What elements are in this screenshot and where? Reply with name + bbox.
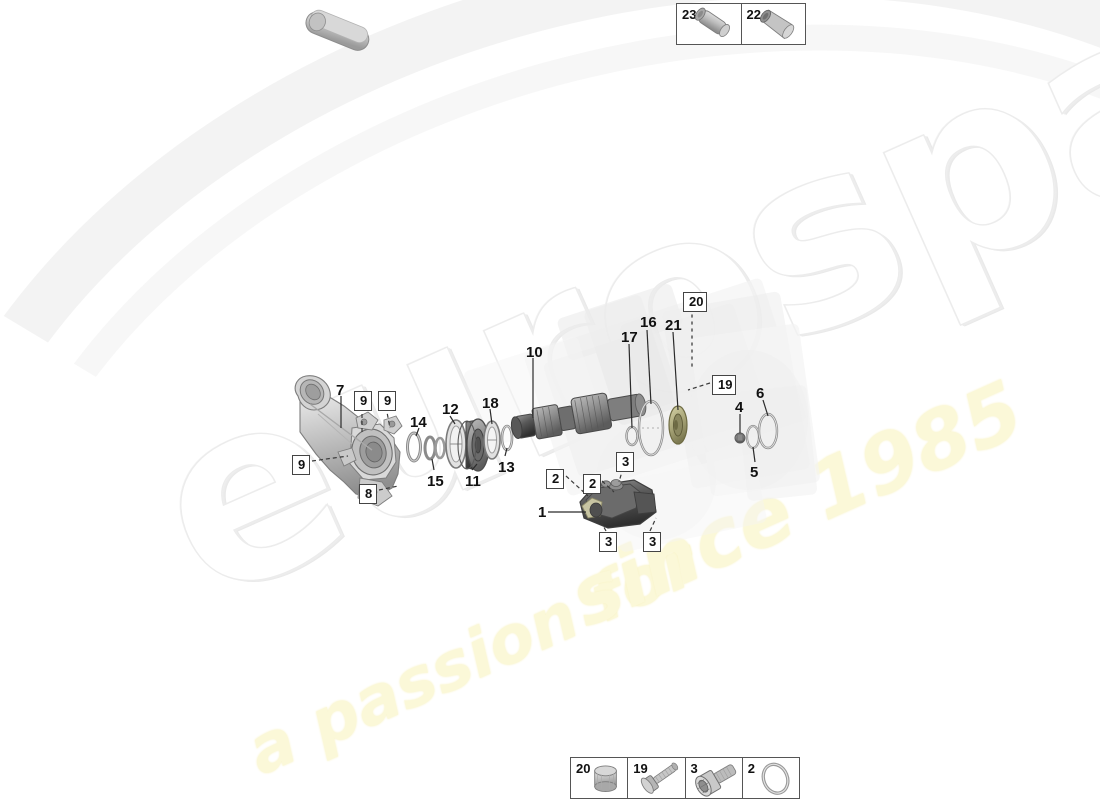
legend-bottom-center: 20 19	[570, 757, 800, 799]
callout-13: 13	[498, 459, 515, 476]
callout-16: 16	[640, 314, 657, 331]
callout-6: 6	[756, 385, 765, 402]
callout-12: 12	[442, 401, 459, 418]
legend-label-19: 19	[633, 761, 648, 776]
boxed-callout-8: 8	[359, 484, 377, 504]
socket-head-bolt-icon	[694, 764, 736, 797]
legend-top-right: 23 22	[676, 3, 806, 45]
boxed-callout-2-left: 2	[546, 469, 564, 489]
callout-17: 17	[621, 329, 638, 346]
callout-4: 4	[735, 399, 744, 416]
part-10-hub-shaft	[510, 392, 647, 440]
boxed-callout-3-bottom-right: 3	[643, 532, 661, 552]
part-1-bracket-mount	[579, 479, 657, 529]
washer-ring-icon	[761, 762, 790, 795]
legend-label-23: 23	[682, 7, 697, 22]
part-15-spacer-ring	[423, 435, 446, 461]
legend-cell-22[interactable]: 22	[742, 4, 806, 44]
boxed-callout-3-bottom-left: 3	[599, 532, 617, 552]
callout-7: 7	[336, 382, 345, 399]
boxed-callout-9-left: 9	[292, 455, 310, 475]
part-7-steering-knuckle	[294, 375, 403, 507]
callout-21: 21	[665, 317, 682, 334]
legend-cell-23[interactable]: 23	[677, 4, 742, 44]
callout-11: 11	[465, 473, 481, 490]
legend-label-3: 3	[690, 761, 698, 776]
legend-label-20: 20	[576, 761, 591, 776]
legend-cell-19[interactable]: 19	[628, 758, 686, 798]
legend-cell-20[interactable]: 20	[571, 758, 629, 798]
callout-10: 10	[526, 344, 543, 361]
boxed-callout-2-right: 2	[583, 474, 601, 494]
boxed-callout-9-upper-left: 9	[354, 391, 372, 411]
part-11-wheel-bearing	[457, 418, 490, 472]
boxed-callout-19: 19	[712, 375, 736, 395]
legend-cell-2[interactable]: 2	[743, 758, 799, 798]
sleeve-bushing-icon	[694, 7, 730, 37]
part-14-seal-ring-outer	[406, 431, 422, 463]
callout-14: 14	[410, 414, 427, 431]
callout-18: 18	[482, 395, 499, 412]
callout-15: 15	[427, 473, 444, 490]
legend-cell-3[interactable]: 3	[686, 758, 743, 798]
legend-label-22: 22	[746, 7, 761, 22]
boxed-callout-9-upper-right: 9	[378, 391, 396, 411]
hex-flange-bolt-icon	[641, 762, 679, 794]
callout-1: 1	[538, 504, 547, 521]
legend-label-2: 2	[747, 761, 755, 776]
unlabeled-cover-part	[305, 9, 370, 51]
part-21-shim-washer	[668, 405, 688, 445]
boxed-callout-3-top: 3	[616, 452, 634, 472]
part-18-retaining-ring	[483, 420, 501, 460]
boxed-callout-20: 20	[683, 292, 707, 312]
tapered-bushing-icon	[759, 9, 794, 40]
callout-5: 5	[750, 464, 759, 481]
cap-plug-icon	[594, 765, 617, 792]
